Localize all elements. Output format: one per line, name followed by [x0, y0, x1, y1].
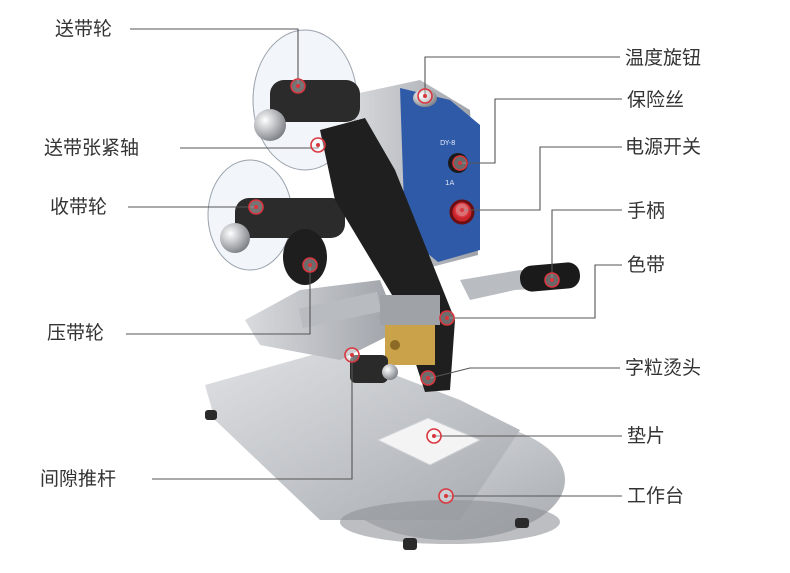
marker-dot-baoxiansi [458, 161, 462, 165]
leader-shoubing [551, 209, 622, 280]
marker-dot-gongzuotai [444, 494, 448, 498]
frame-arm [245, 280, 400, 360]
svg-text:DY-8: DY-8 [440, 139, 455, 147]
marker-dot-songdailun [296, 84, 300, 88]
marker-dot-dianyuan_kaiguan [460, 208, 464, 212]
label-takeup-reel: 收带轮 [50, 196, 108, 218]
marker-dot-dianpian [432, 434, 436, 438]
label-pressure-roller: 压带轮 [47, 322, 105, 344]
leader-zili_tangtou [429, 367, 620, 379]
label-worktable: 工作台 [627, 485, 685, 507]
worktable-base [205, 350, 565, 550]
leader-lines [126, 28, 622, 497]
leader-yadailun [126, 265, 311, 335]
label-handle: 手柄 [627, 200, 666, 222]
marker-dot-zili_tangtou [426, 376, 430, 380]
label-gap-push-rod: 间隙推杆 [40, 468, 117, 490]
leader-jianxi_tuigan [152, 355, 353, 480]
gap-push-rod [350, 355, 398, 383]
label-fuse: 保险丝 [627, 89, 685, 111]
label-ribbon: 色带 [627, 254, 666, 276]
handle [460, 262, 581, 300]
label-supply-reel: 送带轮 [55, 18, 113, 40]
heating-head [380, 295, 440, 365]
markers [248, 78, 560, 504]
marker-dot-shoubing [550, 278, 554, 282]
label-temperature-knob: 温度旋钮 [625, 47, 702, 69]
label-power-switch: 电源开关 [625, 136, 702, 158]
leader-songdailun [130, 28, 299, 86]
marker-dot-jianxi_tuigan [350, 353, 354, 357]
svg-text:1A: 1A [445, 179, 454, 187]
leader-sedai [447, 264, 622, 319]
marker-dot-shoudailun [254, 205, 258, 209]
label-heating-head: 字粒烫头 [625, 357, 702, 379]
label-pad: 垫片 [627, 425, 666, 447]
leader-baoxiansi [460, 98, 622, 164]
marker-dot-yadailun [308, 263, 312, 267]
marker-dot-songdai_zhangjinzhou [316, 143, 320, 147]
leader-wendu_xuanniu [424, 56, 620, 96]
marker-dot-sedai [445, 316, 449, 320]
leader-dianyuan_kaiguan [462, 146, 622, 211]
marker-dot-wendu_xuanniu [423, 94, 427, 98]
label-supply-tension-shaft: 送带张紧轴 [44, 137, 140, 159]
pressure-roller [283, 229, 327, 285]
